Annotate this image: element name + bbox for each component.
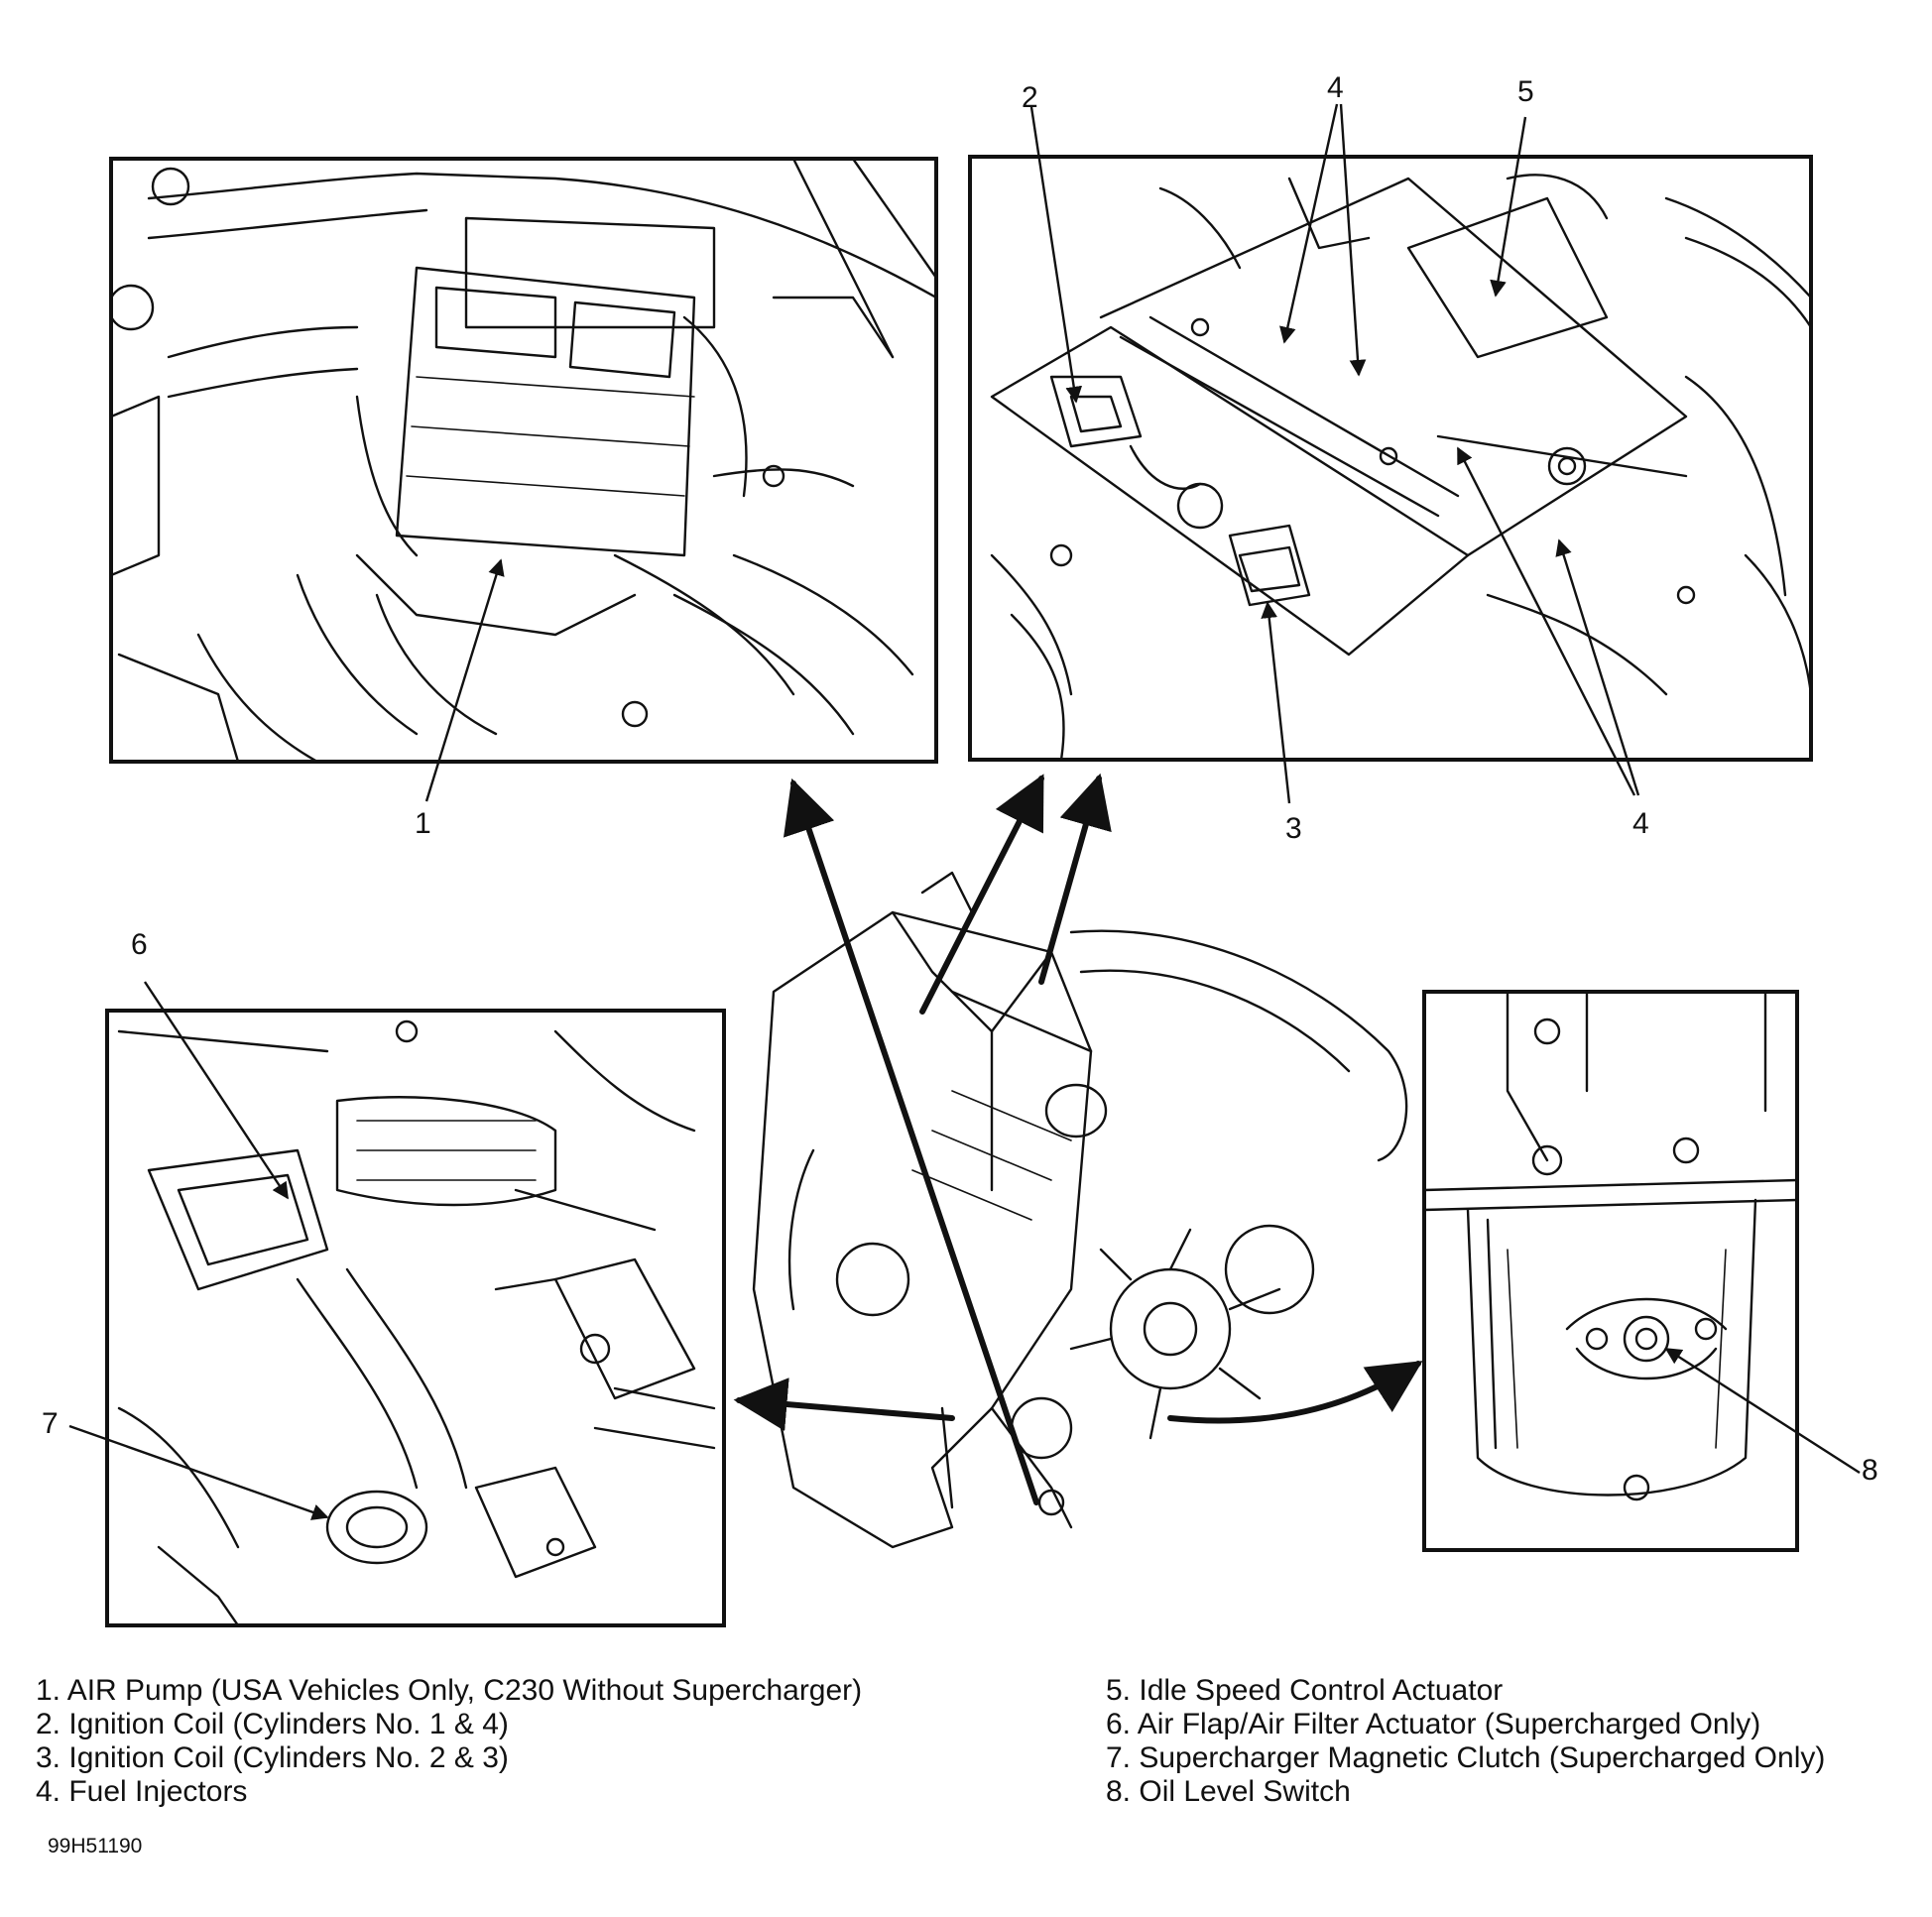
engine-overview (752, 871, 1408, 1549)
leader-7 (68, 1424, 329, 1520)
panel-ignition-injectors (968, 155, 1813, 762)
leader-4b-left (1456, 446, 1636, 796)
panel-air-pump (109, 157, 938, 764)
leader-4b-right (1555, 539, 1640, 796)
legend-item-7: 7. Supercharger Magnetic Clutch (Superch… (1106, 1741, 1826, 1774)
leader-1 (424, 558, 505, 802)
panel-air-flap-clutch (105, 1009, 726, 1627)
legend-item-5: 5. Idle Speed Control Actuator (1106, 1674, 1504, 1707)
callout-3: 3 (1285, 812, 1302, 845)
leader-6 (143, 981, 290, 1200)
leader-4a-left (1279, 103, 1339, 344)
callout-5: 5 (1517, 75, 1534, 108)
callout-6: 6 (131, 928, 148, 961)
leader-5 (1490, 116, 1527, 298)
leader-lines (68, 103, 1861, 1520)
callout-8: 8 (1862, 1454, 1878, 1487)
legend-item-1: 1. AIR Pump (USA Vehicles Only, C230 Wit… (36, 1674, 863, 1707)
callout-2: 2 (1022, 81, 1038, 114)
legend-item-4: 4. Fuel Injectors (36, 1775, 248, 1808)
legend-right: 5. Idle Speed Control Actuator 6. Air Fl… (1106, 1674, 1825, 1809)
leader-8 (1664, 1347, 1861, 1475)
legend-item-3: 3. Ignition Coil (Cylinders No. 2 & 3) (36, 1741, 509, 1774)
arrow-to-panel-d (1167, 1361, 1423, 1424)
legend-item-8: 8. Oil Level Switch (1106, 1775, 1351, 1808)
legend-left: 1. AIR Pump (USA Vehicles Only, C230 Wit… (36, 1674, 862, 1809)
callout-7: 7 (42, 1407, 59, 1440)
callout-4-top: 4 (1327, 71, 1344, 104)
panel-oil-level-switch (1422, 990, 1799, 1552)
figure-code: 99H51190 (48, 1835, 143, 1857)
callout-4-bottom: 4 (1632, 807, 1649, 840)
pointer-arrows (733, 773, 1423, 1505)
arrow-to-panel-a (783, 778, 1039, 1505)
leader-4a-right (1339, 103, 1367, 377)
callout-1: 1 (415, 807, 431, 840)
leader-2 (1029, 106, 1083, 404)
legend-item-6: 6. Air Flap/Air Filter Actuator (Superch… (1106, 1708, 1761, 1740)
arrow-to-panel-b-left (919, 774, 1044, 1015)
legend-item-2: 2. Ignition Coil (Cylinders No. 1 & 4) (36, 1708, 509, 1740)
callout-labels: 1 2 3 4 4 5 6 7 8 (42, 71, 1878, 1487)
arrow-to-panel-b-right (1038, 773, 1112, 985)
arrow-to-panel-c (733, 1378, 955, 1431)
leader-3 (1261, 601, 1291, 804)
